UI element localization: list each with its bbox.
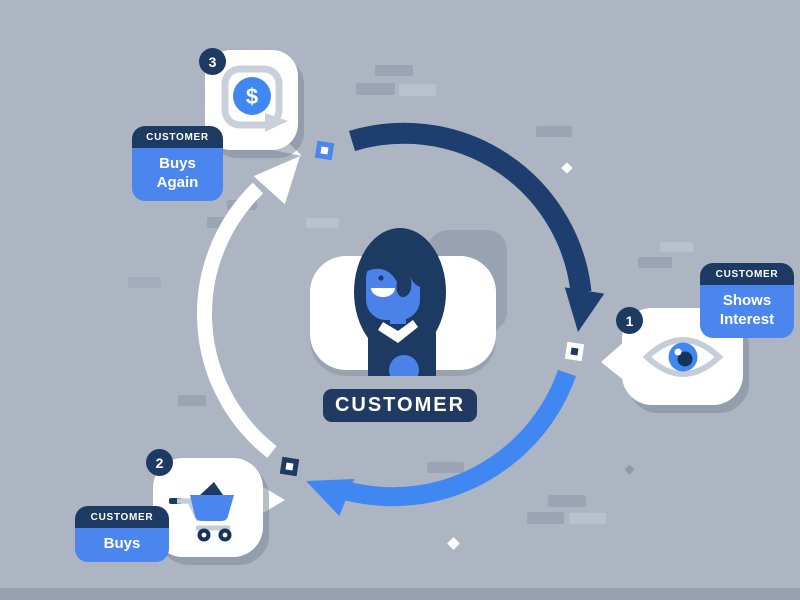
stage2-tag: CUSTOMER Buys <box>75 506 169 562</box>
stage1-tag: CUSTOMER Shows Interest <box>700 263 794 338</box>
deco-rect <box>536 126 572 137</box>
deco-rect <box>399 84 436 96</box>
deco-rect <box>356 83 395 95</box>
stage3-tag-body: Buys Again <box>132 148 223 201</box>
eye-icon <box>642 336 723 377</box>
deco-rect <box>306 218 339 228</box>
cycle-marker-top <box>314 140 335 161</box>
stage3-tag: CUSTOMER Buys Again <box>132 126 223 201</box>
cycle-arrow-blue-head <box>306 478 355 517</box>
repeat-dollar-icon: $ <box>221 65 288 132</box>
deco-rect <box>569 513 606 524</box>
stage1-number-badge: 1 <box>616 307 643 334</box>
deco-rect <box>178 395 206 406</box>
stage2-tag-header: CUSTOMER <box>75 506 169 528</box>
customer-avatar <box>354 228 446 376</box>
deco-rect <box>375 65 413 76</box>
cycle-marker-right <box>564 341 585 362</box>
deco-rect <box>527 512 564 524</box>
stage2-tag-body: Buys <box>75 528 169 562</box>
deco-rect <box>427 462 464 473</box>
stage3-number-badge: 3 <box>199 48 226 75</box>
speech-tail-stage2 <box>258 484 285 516</box>
stage3-tag-header: CUSTOMER <box>132 126 223 148</box>
cycle-marker-bottom <box>279 456 300 477</box>
deco-rect <box>548 495 586 507</box>
deco-rect <box>660 242 693 252</box>
stage1-tag-header: CUSTOMER <box>700 263 794 285</box>
cycle-arrow-white-head <box>253 156 300 205</box>
bottom-shade <box>0 588 800 600</box>
speech-bubble-stage2 <box>153 458 263 557</box>
cycle-arrow-white <box>197 182 277 458</box>
center-customer-label: CUSTOMER <box>323 389 477 422</box>
stage1-tag-body: Shows Interest <box>700 285 794 338</box>
speech-tail-stage1 <box>601 340 626 382</box>
deco-rect <box>128 277 161 288</box>
cycle-arrow-blue <box>344 369 576 507</box>
cycle-arrow-dark-head <box>564 287 605 332</box>
dollar-sign: $ <box>245 84 257 109</box>
cycle-arrow-dark <box>348 122 592 294</box>
stage2-number-badge: 2 <box>146 449 173 476</box>
deco-rect <box>638 257 672 268</box>
shopping-cart-icon <box>169 481 234 541</box>
